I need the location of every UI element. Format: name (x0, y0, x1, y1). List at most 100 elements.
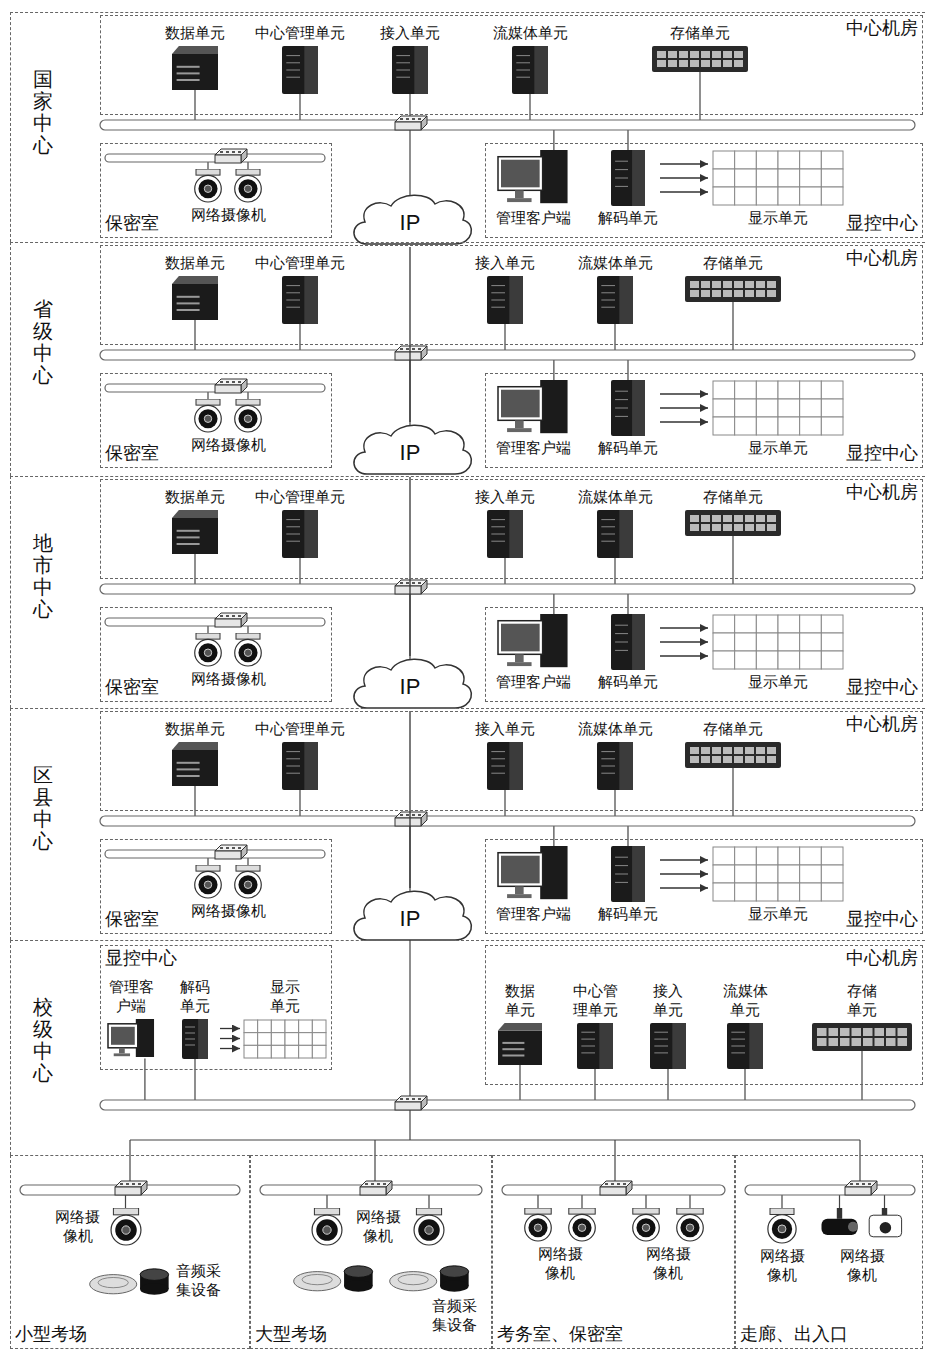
camera-mount (569, 1208, 595, 1214)
camera-mount (770, 1208, 794, 1214)
network-wire (194, 320, 195, 350)
device-node: 解码单元 (170, 978, 220, 1059)
camera-body (312, 1215, 342, 1245)
pc-tower (540, 380, 567, 433)
display-tile (735, 151, 757, 169)
switch-front (115, 1187, 141, 1195)
server-slot (185, 1038, 195, 1039)
server-slot (286, 533, 300, 534)
network-switch (215, 613, 247, 627)
switch-port (862, 1183, 865, 1185)
pc-tower (540, 614, 567, 667)
display-tile (800, 381, 822, 399)
network-wire (699, 72, 700, 120)
device-label: 存储单元 (670, 24, 730, 43)
display-tile (244, 1020, 258, 1033)
device-label: 管理客户端 (496, 439, 571, 458)
camera-lens (425, 1226, 433, 1234)
buses (20, 120, 915, 1195)
device-icon (712, 380, 844, 436)
storage-disk (734, 515, 743, 522)
display-tile (285, 1032, 299, 1045)
video-output-arrow (660, 421, 708, 422)
storage-disk (679, 51, 688, 58)
camera-mount (196, 399, 220, 405)
network-wire (504, 558, 505, 584)
network-bus (105, 618, 325, 626)
camera-body (633, 1214, 660, 1241)
server-slot (731, 1031, 745, 1032)
server-body (597, 742, 633, 790)
server-body (487, 510, 523, 558)
server-top (172, 742, 218, 750)
pc-stand (515, 886, 524, 894)
room-region: 考务室、保密室网络摄像机网络摄像机 (492, 1155, 735, 1349)
display-tile (285, 1045, 299, 1058)
server-slot (177, 79, 200, 81)
server-slot (601, 285, 615, 286)
server-side (632, 846, 645, 902)
camera-dome (680, 1218, 699, 1237)
device-label: 网络摄像机 (54, 1208, 102, 1246)
switch-port (605, 1183, 608, 1185)
device-label: 音频采集设备 (429, 1297, 477, 1335)
ip-cloud: IP (345, 888, 475, 943)
switch-side (241, 379, 247, 393)
storage-disk (723, 515, 732, 522)
server-side (619, 742, 633, 790)
cloud-outline (354, 195, 471, 244)
device-label: 数据单元 (165, 488, 225, 507)
network-bus (100, 120, 915, 130)
video-output-arrow (220, 1028, 240, 1029)
device-icon (243, 1019, 327, 1059)
display-tile (713, 399, 735, 417)
camera-body (235, 639, 262, 666)
device-label: 网络摄像机 (758, 1247, 806, 1285)
pc-monitor (498, 853, 543, 887)
server-slot (177, 775, 200, 777)
display-tile (244, 1045, 258, 1058)
switch-port (868, 1183, 871, 1185)
storage-disk (734, 524, 743, 531)
switch-port (418, 582, 421, 584)
pc-stand (515, 654, 524, 662)
camera-mount (633, 1208, 659, 1214)
camera-body (195, 175, 222, 202)
room-region: 保密室网络摄像机 (100, 143, 332, 238)
device-label: 数据单元 (165, 254, 225, 273)
server-slot (177, 530, 200, 532)
device-icon (107, 1019, 155, 1059)
server-side (534, 46, 548, 94)
device-node: 网络摄像机 (173, 399, 283, 455)
device-label: 中心管理单元 (255, 720, 345, 739)
device-icon (652, 46, 748, 72)
storage-disk (852, 1038, 862, 1046)
server-slot (581, 1045, 595, 1046)
mic-puck-base (140, 1283, 169, 1295)
storage-disk (767, 515, 776, 522)
server-top (172, 276, 218, 284)
mic-puck-top (440, 1266, 469, 1278)
display-tile (756, 169, 778, 187)
device-icon (487, 276, 523, 324)
storage-disk (756, 515, 765, 522)
server-side (414, 46, 428, 94)
server-slot (177, 66, 200, 68)
display-tile (821, 865, 843, 883)
storage-body (685, 276, 781, 302)
pc-tower (540, 846, 567, 899)
switch-port (226, 847, 229, 849)
server-body (577, 1023, 613, 1069)
device-node: 解码单元 (596, 380, 660, 458)
server-slot (516, 62, 530, 63)
server-slot (286, 306, 300, 307)
switch-port (400, 118, 403, 120)
server-slot (491, 540, 505, 541)
device-node: 网络摄像机 (173, 865, 283, 921)
server-slot (615, 391, 628, 392)
storage-disk (712, 51, 721, 58)
pc-monitor (498, 621, 543, 655)
device-node: 数据单元 (145, 24, 245, 90)
server-slot (177, 543, 200, 545)
network-switch (115, 1181, 147, 1195)
